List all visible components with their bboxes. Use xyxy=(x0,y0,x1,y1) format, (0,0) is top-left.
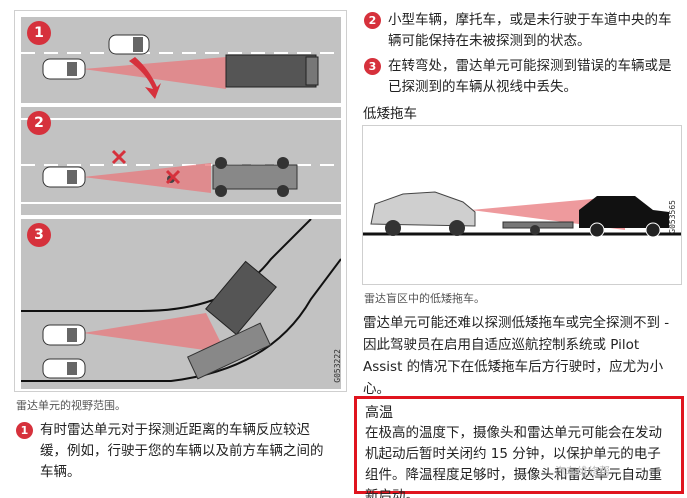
radar-field-of-view-figure: 1 2 3 xyxy=(14,10,347,392)
own-car xyxy=(42,58,86,80)
list-item-1: 1 有时雷达单元对于探测近距离的车辆反应较迟缓，例如，行驶于您的车辆以及前方车辆… xyxy=(16,420,336,483)
own-car xyxy=(42,166,86,188)
vehicle-ahead xyxy=(579,196,669,228)
warning-text: 在极高的温度下，摄像头和雷达单元可能会在发动机起动后暂时关闭约 15 分钟，以保… xyxy=(365,425,662,498)
not-detected-x-icon xyxy=(165,169,181,185)
radar-beam xyxy=(83,313,226,353)
radar-beam xyxy=(83,163,211,193)
panel-1: 1 xyxy=(21,17,341,103)
section-heading: 低矮拖车 xyxy=(363,106,417,122)
panel-badge-2: 2 xyxy=(27,111,51,135)
watermark: 汽车维修帮 xyxy=(555,465,610,478)
list-item-3: 3 在转弯处，雷达单元可能探测到错误的车辆或是已探测到的车辆从视线中丢失。 xyxy=(364,56,682,98)
list-item-text: 小型车辆，摩托车，或是未行驶于车道中央的车辆可能保持在未被探测到的状态。 xyxy=(388,12,672,49)
list-item-text: 在转弯处，雷达单元可能探测到错误的车辆或是已探测到的车辆从视线中丢失。 xyxy=(388,58,672,95)
tractor xyxy=(187,322,271,380)
list-item-2: 2 小型车辆，摩托车，或是未行驶于车道中央的车辆可能保持在未被探测到的状态。 xyxy=(364,10,682,52)
warning-title: 高温 xyxy=(365,405,393,421)
panel-3: 3 xyxy=(21,219,341,389)
warning-box: 高温 在极高的温度下，摄像头和雷达单元可能会在发动机起动后暂时关闭约 15 分钟… xyxy=(354,396,684,498)
radar-beam xyxy=(83,57,226,89)
body-paragraph: 雷达单元可能还难以探测低矮拖车或完全探测不到 - 因此驾驶员在启用自适应巡航控制… xyxy=(363,315,670,397)
number-badge: 3 xyxy=(364,58,381,75)
other-car xyxy=(42,358,86,379)
own-car xyxy=(42,324,86,346)
truck xyxy=(205,260,277,336)
number-badge: 2 xyxy=(364,12,381,29)
not-detected-x-icon xyxy=(111,149,127,165)
figure-code: G053565 xyxy=(668,200,677,234)
panel-2: 2 xyxy=(21,107,341,215)
list-item-text: 有时雷达单元对于探测近距离的车辆反应较迟缓，例如，行驶于您的车辆以及前方车辆之间… xyxy=(40,422,324,480)
own-car xyxy=(370,191,476,227)
figure-code: G053222 xyxy=(333,349,342,383)
truck xyxy=(225,54,317,88)
number-badge: 1 xyxy=(16,422,33,439)
low-trailer-figure: G053565 xyxy=(362,125,682,285)
panel-badge-3: 3 xyxy=(27,223,51,247)
figure-caption: 雷达盲区中的低矮拖车。 xyxy=(364,292,485,305)
cut-in-arrow-icon xyxy=(129,57,161,99)
panel-badge-1: 1 xyxy=(27,21,51,45)
figure-caption: 雷达单元的视野范围。 xyxy=(16,399,126,412)
